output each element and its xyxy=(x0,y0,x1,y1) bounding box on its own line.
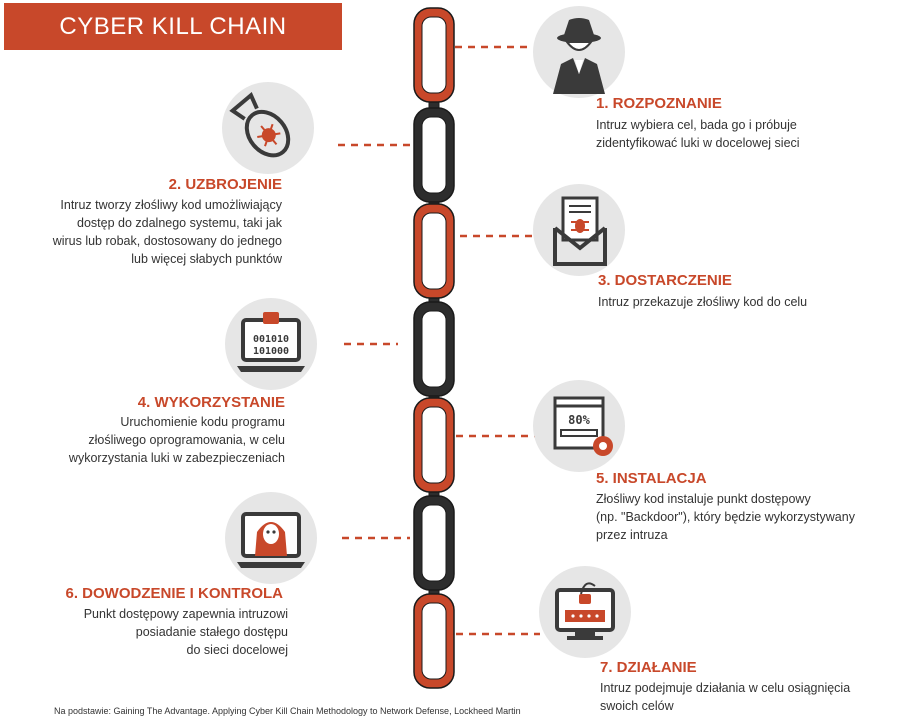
step-description: Punkt dostępowy zapewnia intruzowi posia… xyxy=(0,605,288,659)
page-title: CYBER KILL CHAIN xyxy=(59,12,287,40)
desc-line: Intruz przekazuje złośliwy kod do celu xyxy=(598,295,808,309)
step-description: Intruz podejmuje działania w celu osiągn… xyxy=(600,679,900,715)
desc-line: posiadanie stałego dostępu xyxy=(135,625,288,639)
source-note: Na podstawie: Gaining The Advantage. App… xyxy=(54,706,521,716)
desc-line: złośliwego oprogramowania, w celu xyxy=(88,433,285,447)
step-title: 4. WYKORZYSTANIE xyxy=(137,394,285,411)
desc-line: (np. "Backdoor"), który będzie wykorzyst… xyxy=(596,510,855,524)
desc-line: dostęp do zdalnego systemu, taki jak xyxy=(77,216,282,230)
binary-line-2: 101000 xyxy=(253,346,289,357)
chain-link-hole xyxy=(421,212,447,290)
step-title: 1. ROZPOZNANIE xyxy=(596,95,722,112)
step-title: 2. UZBROJENIE xyxy=(168,176,282,193)
chain-link-hole xyxy=(421,310,447,388)
desc-line: Intruz tworzy złośliwy kod umożliwiający xyxy=(60,198,282,212)
hacker-laptop-icon xyxy=(225,492,317,584)
hacker-spy-icon xyxy=(533,6,625,98)
desc-line: przez intruza xyxy=(596,528,668,542)
binary-line-1: 001010 xyxy=(253,334,289,345)
desc-line: wykorzystania luki w zabezpieczeniach xyxy=(68,451,285,465)
desc-line: zidentyfikować luki w docelowej sieci xyxy=(596,136,800,150)
step-description: Intruz tworzy złośliwy kod umożliwiający… xyxy=(0,196,282,268)
desc-line: swoich celów xyxy=(600,699,674,713)
step-description: Złośliwy kod instaluje punkt dostępowy (… xyxy=(596,490,896,544)
step-description: Intruz przekazuje złośliwy kod do celu xyxy=(598,293,888,311)
chain-link-hole xyxy=(421,16,447,94)
desc-line: Intruz podejmuje działania w celu osiągn… xyxy=(600,681,851,695)
locked-computer-icon xyxy=(539,566,631,658)
step-description: Uruchomienie kodu programu złośliwego op… xyxy=(0,413,285,467)
desc-line: Intruz wybiera cel, bada go i próbuje xyxy=(596,118,797,132)
step-description: Intruz wybiera cel, bada go i próbuje zi… xyxy=(596,116,886,152)
step-title: 5. INSTALACJA xyxy=(596,470,707,487)
step-title: 7. DZIAŁANIE xyxy=(600,659,697,676)
title-banner: CYBER KILL CHAIN xyxy=(4,3,342,50)
desc-line: Punkt dostępowy zapewnia intruzowi xyxy=(83,607,288,621)
bomb-virus-icon xyxy=(222,82,314,174)
step-title: 6. DOWODZENIE I KONTROLA xyxy=(65,585,284,602)
laptop-binary-lock-icon: 001010 101000 xyxy=(225,298,317,390)
desc-line: do sieci docelowej xyxy=(186,643,288,657)
desc-line: Złośliwy kod instaluje punkt dostępowy xyxy=(596,492,811,506)
chain-link-hole xyxy=(421,406,447,484)
chain-link-hole xyxy=(421,116,447,194)
chain-link-hole xyxy=(421,602,447,680)
desc-line: wirus lub robak, dostosowany do jednego xyxy=(52,234,282,248)
progress-label: 80% xyxy=(568,413,590,427)
desc-line: lub więcej słabych punktów xyxy=(131,252,282,266)
install-progress-icon: 80% xyxy=(533,380,625,472)
infected-email-icon xyxy=(533,184,625,276)
chain-link-hole xyxy=(421,504,447,582)
desc-line: Uruchomienie kodu programu xyxy=(120,415,285,429)
step-title: 3. DOSTARCZENIE xyxy=(598,272,732,289)
